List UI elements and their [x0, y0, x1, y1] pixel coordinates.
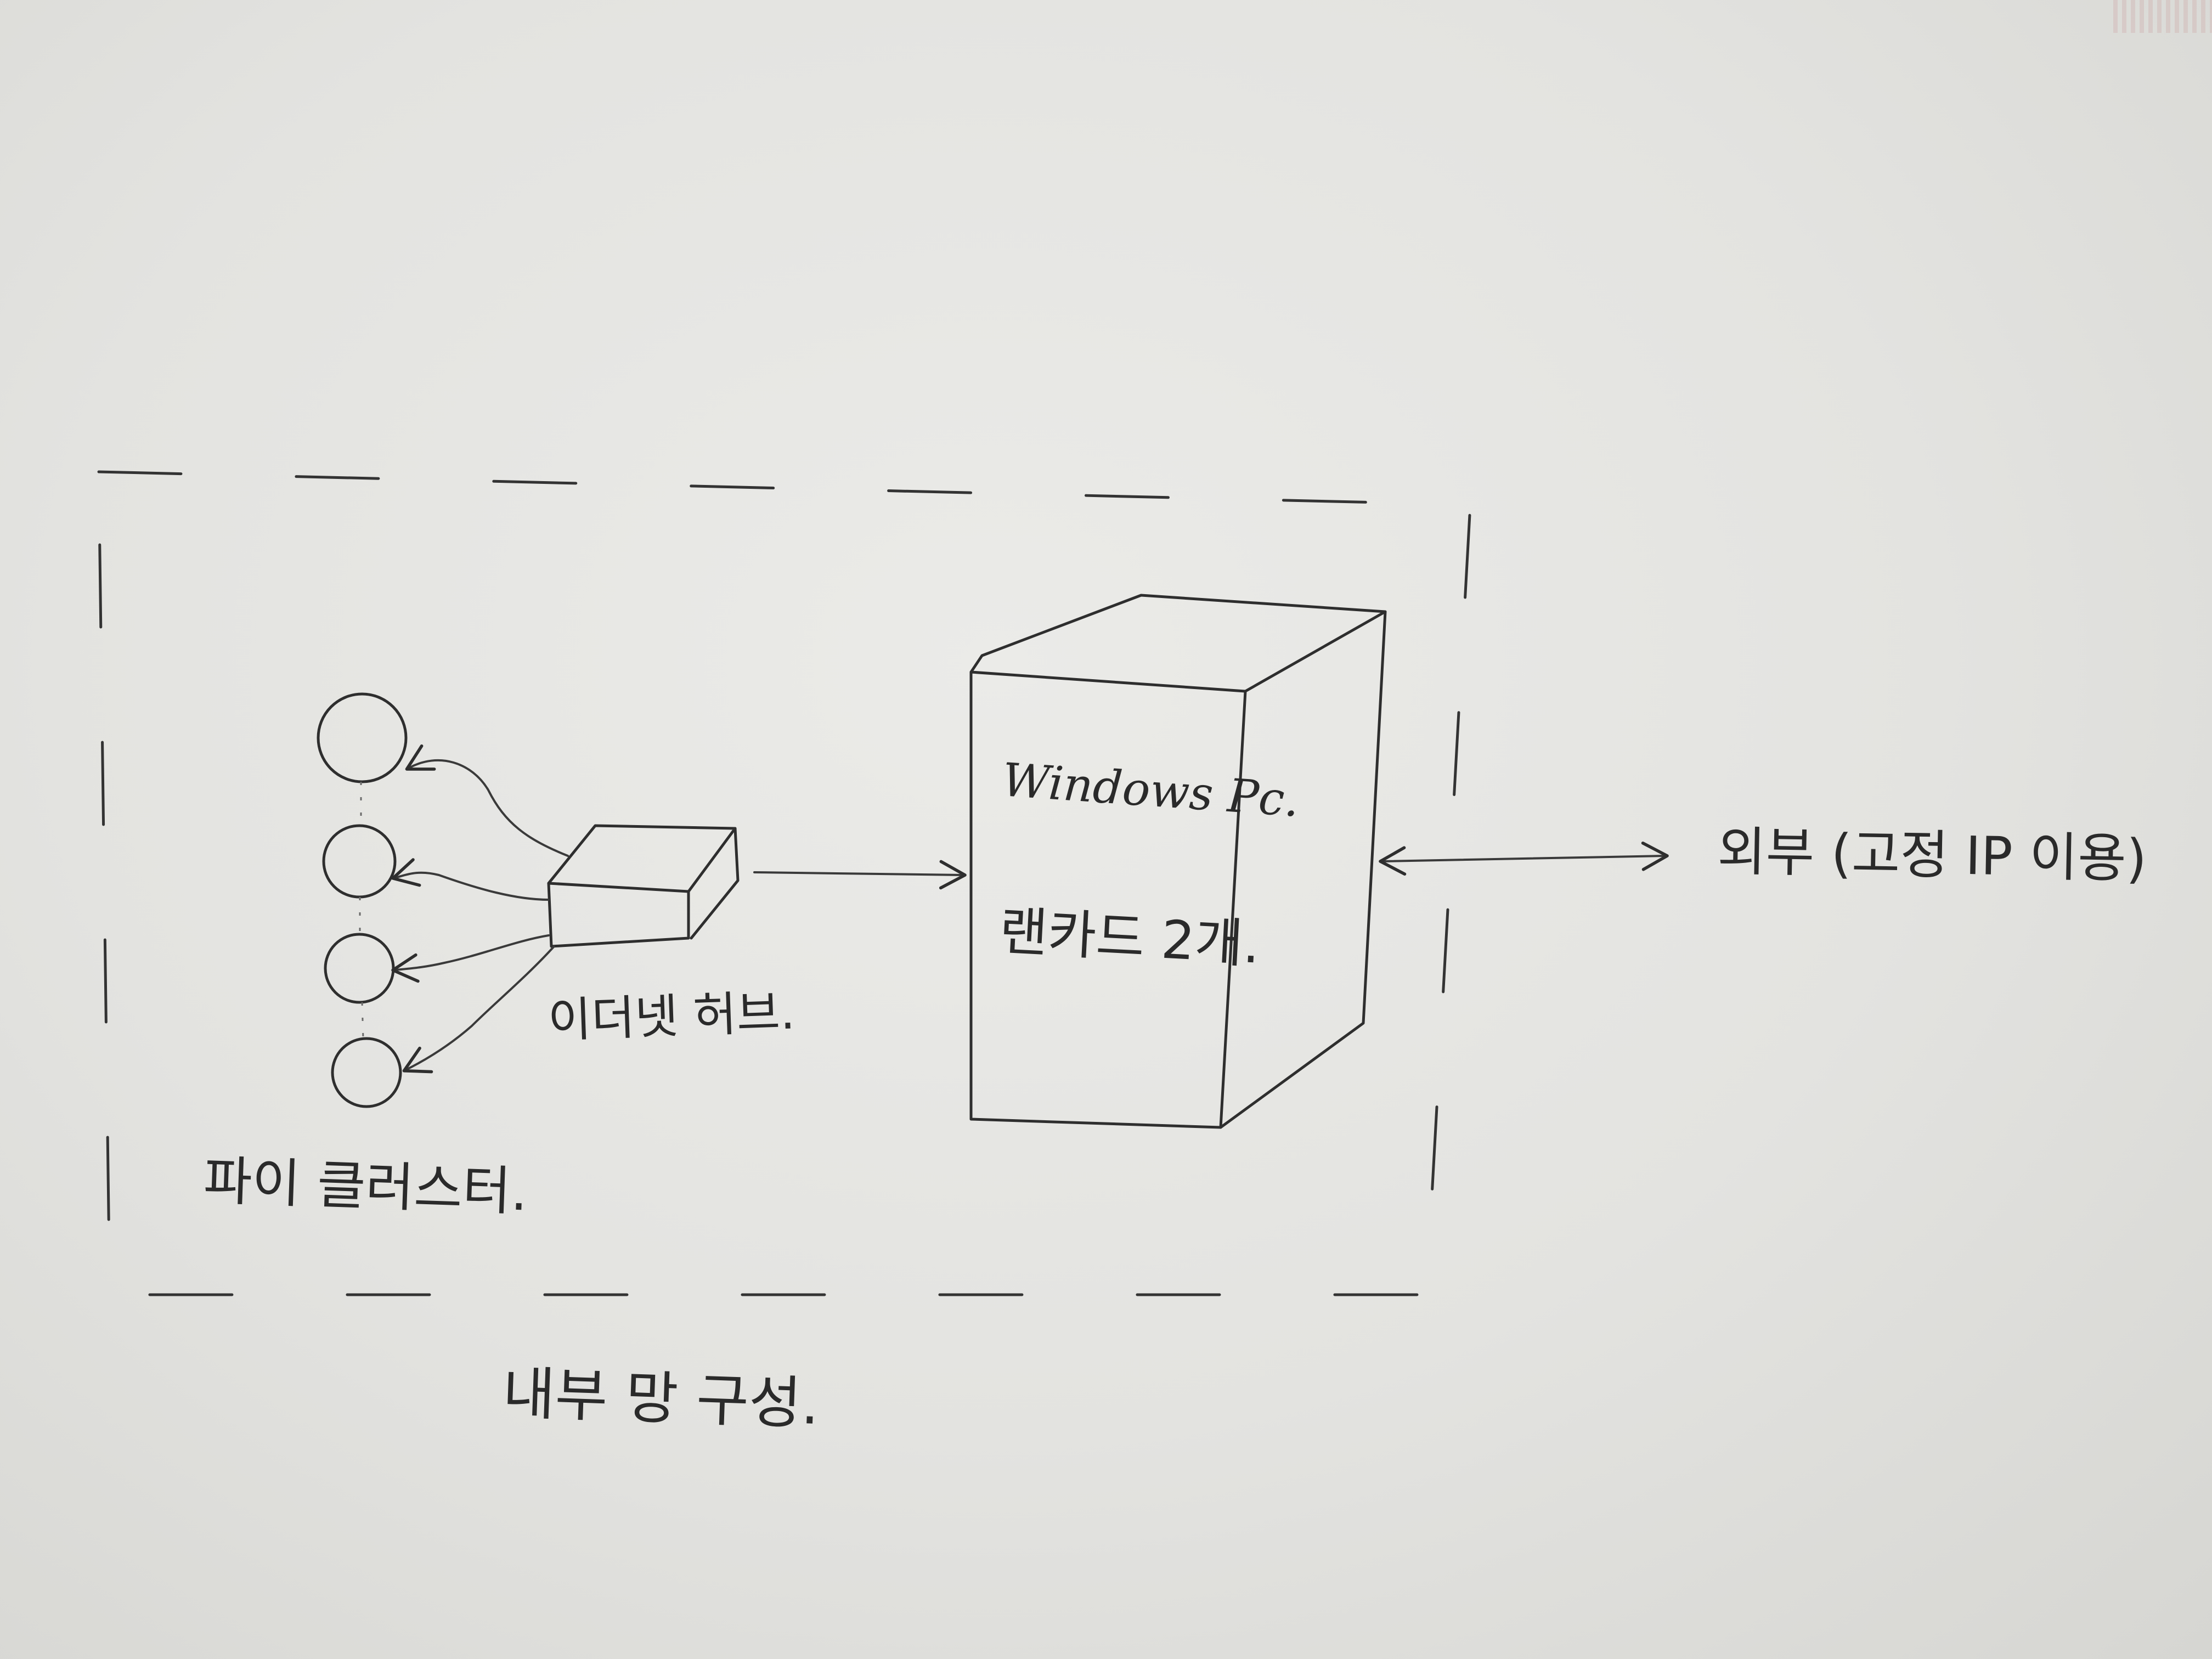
windows-pc-label: Windows Pc. — [1001, 753, 1301, 827]
hub-to-node-1-arrow — [405, 744, 569, 857]
pi-node-3 — [324, 933, 395, 1004]
ethernet-hub — [547, 824, 740, 948]
paper-edge-tint — [2113, 0, 2212, 33]
pi-cluster-label: 파이 클러스터. — [202, 1150, 529, 1223]
pc-external-arrow — [1379, 841, 1669, 876]
internal-network-boundary — [97, 470, 1472, 1296]
ethernet-hub-label: 이더넷 허브. — [547, 985, 795, 1048]
pi-node-2 — [322, 824, 397, 899]
hub-to-node-2-arrow — [391, 858, 550, 901]
lan-cards-label: 랜카드 2개. — [998, 900, 1262, 975]
pi-node-1 — [317, 692, 408, 783]
hub-to-node-4-arrow — [402, 945, 555, 1074]
hub-to-node-3-arrow — [391, 934, 550, 983]
node-link-dotted — [361, 1002, 364, 1039]
pi-node-4 — [331, 1037, 402, 1108]
internal-network-label: 내부 망 구성. — [501, 1359, 820, 1437]
external-label: 외부 (고정 IP 이용) — [1717, 821, 2147, 890]
hub-to-pc-arrow — [753, 860, 967, 890]
windows-pc-tower — [969, 594, 1387, 1129]
